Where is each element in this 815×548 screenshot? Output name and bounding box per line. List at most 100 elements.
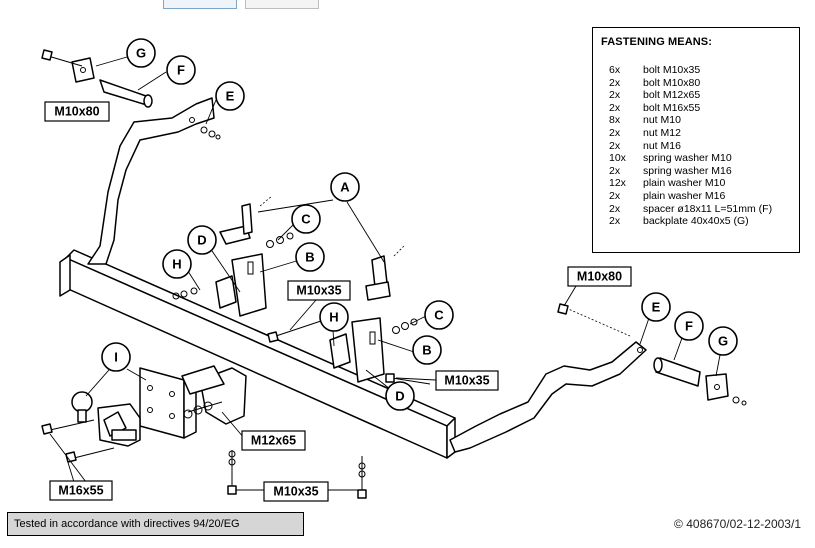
- callout-F-right: F: [674, 311, 704, 341]
- label-m10x80-top: M10x80: [44, 101, 110, 122]
- callout-H-left: H: [162, 249, 192, 279]
- callout-H-mid-label: H: [329, 310, 338, 325]
- label-m10x35-right: M10x35: [435, 370, 499, 391]
- legend-row: 2x plain washer M16: [601, 190, 791, 203]
- legend-qty: 2x: [609, 202, 621, 215]
- label-m10x80-top-text: M10x80: [54, 105, 99, 119]
- right-centre-bracket: [329, 255, 391, 383]
- legend-qty: 2x: [609, 189, 621, 202]
- legend-qty: 2x: [609, 126, 621, 139]
- top-tab-2[interactable]: [245, 0, 319, 9]
- callout-E-top: E: [215, 81, 245, 111]
- legend-desc: bolt M10x35: [643, 64, 701, 76]
- callout-A: A: [330, 172, 360, 202]
- legend-desc: bolt M10x80: [643, 76, 701, 89]
- legend-row: 2x spring washer M16: [601, 165, 791, 178]
- callout-H-mid: H: [319, 302, 349, 332]
- label-m10x35-mid-text: M10x35: [296, 284, 341, 298]
- label-m10x80-right: M10x80: [567, 266, 632, 287]
- callout-F-top-label: F: [177, 63, 185, 78]
- label-m10x35-bottom-text: M10x35: [273, 485, 318, 499]
- callout-H-left-label: H: [172, 257, 181, 272]
- callout-F-right-label: F: [685, 319, 693, 334]
- callout-C-left-label: C: [301, 212, 311, 227]
- legend-row: 2x nut M12: [601, 127, 791, 140]
- fastening-means-legend: FASTENING MEANS: 6x bolt M10x35 2x bolt M1…: [592, 27, 800, 253]
- legend-qty: 2x: [609, 139, 621, 152]
- hitch-assembly: [71, 365, 247, 447]
- legend-row: 2x nut M16: [601, 140, 791, 153]
- top-tab-1[interactable]: [163, 0, 237, 9]
- left-centre-bracket: [215, 203, 267, 317]
- legend-desc: backplate 40x40x5 (G): [643, 215, 749, 228]
- callout-E-right-label: E: [652, 300, 661, 315]
- spacer-tube-top: [99, 79, 153, 108]
- callout-E-right: E: [641, 292, 671, 322]
- legend-qty: 6x: [609, 64, 621, 76]
- legend-qty: 2x: [609, 76, 621, 89]
- callout-G-top-label: G: [136, 46, 146, 61]
- legend-title: FASTENING MEANS:: [601, 36, 712, 48]
- callout-F-top: F: [166, 55, 196, 85]
- callout-D-right-label: D: [395, 389, 404, 404]
- legend-desc: spacer ø18x11 L=51mm (F): [643, 202, 773, 215]
- callout-I-label: I: [114, 350, 118, 365]
- right-side-arm: [449, 341, 647, 453]
- callout-B-right: B: [412, 335, 442, 365]
- label-m12x65-text: M12x65: [251, 434, 296, 448]
- legend-desc: spring washer M10: [643, 152, 732, 165]
- legend-desc: plain washer M10: [643, 177, 726, 190]
- legend-row: 2x bolt M10x80: [601, 77, 791, 90]
- tested-directive-note: Tested in accordance with directives 94/…: [7, 512, 304, 536]
- bolts: [41, 49, 631, 499]
- copyright-text: © 408670/02-12-2003/1: [674, 517, 801, 531]
- legend-row: 12x plain washer M10: [601, 177, 791, 190]
- callout-C-right: C: [424, 300, 454, 330]
- backplate-right: [705, 373, 729, 401]
- callout-C-right-label: C: [434, 308, 444, 323]
- legend-desc: bolt M12x65: [643, 89, 701, 102]
- callout-A-label: A: [340, 180, 350, 195]
- callout-D-left-label: D: [197, 233, 206, 248]
- legend-row: 2x spacer ø18x11 L=51mm (F): [601, 203, 791, 216]
- callout-G-right: G: [708, 326, 738, 356]
- callout-E-top-label: E: [226, 89, 235, 104]
- callout-G-top: G: [126, 38, 156, 68]
- legend-row: 2x backplate 40x40x5 (G): [601, 215, 791, 228]
- callout-G-right-label: G: [718, 334, 728, 349]
- legend-row: 6x bolt M10x35: [601, 64, 791, 77]
- washers-nuts: [172, 126, 747, 478]
- legend-row: 2x bolt M16x55: [601, 102, 791, 115]
- label-m10x35-right-text: M10x35: [444, 374, 489, 388]
- label-m10x80-right-text: M10x80: [577, 270, 622, 284]
- legend-row: 8x nut M10: [601, 114, 791, 127]
- legend-qty: 2x: [609, 101, 621, 114]
- backplate-top: [71, 57, 95, 83]
- left-side-arm: [87, 97, 215, 265]
- label-m16x55: M16x55: [49, 480, 113, 501]
- legend-desc: nut M12: [643, 126, 681, 139]
- callout-D-left: D: [187, 225, 217, 255]
- label-m12x65: M12x65: [241, 430, 306, 451]
- legend-qty: 2x: [609, 215, 621, 228]
- legend-desc: plain washer M16: [643, 189, 726, 202]
- callout-B-left-label: B: [305, 250, 314, 265]
- spacer-tube-right: [653, 357, 701, 387]
- legend-row: 10x spring washer M10: [601, 152, 791, 165]
- legend-qty: 10x: [609, 152, 626, 165]
- callout-D-right: D: [385, 381, 415, 411]
- legend-qty: 12x: [609, 177, 626, 190]
- legend-desc: nut M10: [643, 114, 681, 127]
- label-m10x35-mid: M10x35: [287, 280, 351, 301]
- label-m16x55-text: M16x55: [58, 484, 103, 498]
- legend-desc: spring washer M16: [643, 164, 732, 177]
- legend-qty: 2x: [609, 89, 621, 102]
- legend-list: 6x bolt M10x35 2x bolt M10x80 2x bolt M12x6…: [601, 64, 791, 228]
- callout-B-left: B: [295, 242, 325, 272]
- legend-qty: 2x: [609, 164, 621, 177]
- legend-qty: 8x: [609, 114, 621, 127]
- callout-B-right-label: B: [422, 343, 431, 358]
- legend-desc: bolt M16x55: [643, 101, 701, 114]
- legend-desc: nut M16: [643, 139, 681, 152]
